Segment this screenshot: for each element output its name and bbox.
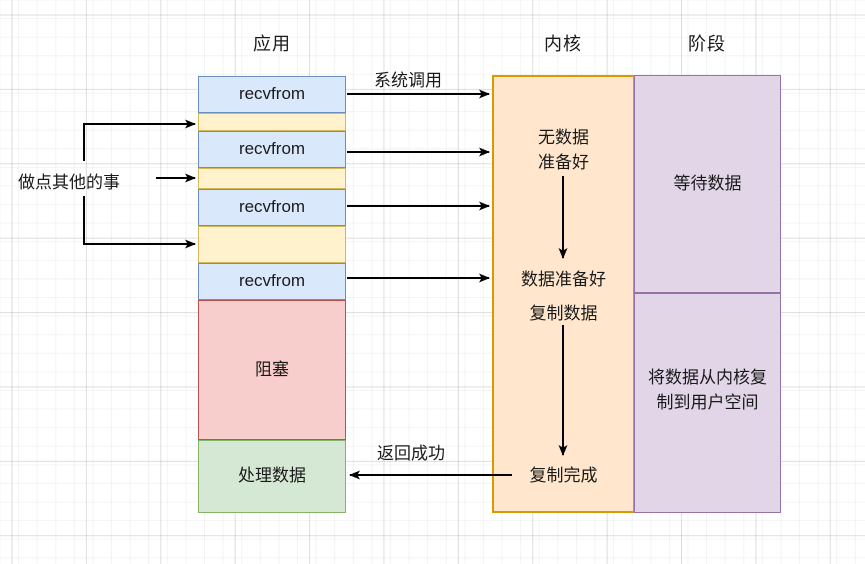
app-block-wait-1[interactable]: [198, 113, 346, 131]
kernel-step-no-data-line2: 准备好: [538, 153, 589, 172]
app-block-recvfrom-2[interactable]: recvfrom: [198, 131, 346, 168]
app-block-recvfrom-1[interactable]: recvfrom: [198, 76, 346, 113]
app-block-recvfrom-4[interactable]: recvfrom: [198, 263, 346, 300]
phase-box-waiting-data[interactable]: 等待数据: [634, 75, 781, 293]
edge-label-syscall: 系统调用: [374, 71, 442, 90]
column-header-app: 应用: [253, 34, 291, 54]
app-block-blocked[interactable]: 阻塞: [198, 300, 346, 440]
kernel-step-copy-data: 复制数据: [529, 304, 598, 323]
arrow-other-work-top: [83, 119, 196, 161]
phase-box-copy-to-user-label: 将数据从内核复制到用户空间: [648, 368, 767, 412]
app-block-recvfrom-3[interactable]: recvfrom: [198, 189, 346, 226]
app-block-wait-2[interactable]: [198, 168, 346, 189]
arrow-other-work-bottom: [83, 196, 196, 249]
column-header-phase: 阶段: [688, 34, 726, 54]
edge-label-other-work: 做点其他的事: [18, 173, 120, 192]
kernel-step-copy-done: 复制完成: [529, 466, 598, 485]
column-header-kernel: 内核: [544, 34, 582, 54]
edge-label-return-ok: 返回成功: [377, 444, 445, 463]
phase-box-copy-to-user[interactable]: [634, 293, 781, 513]
kernel-step-data-ready: 数据准备好: [521, 270, 606, 289]
app-block-wait-3[interactable]: [198, 226, 346, 263]
app-block-process-data[interactable]: 处理数据: [198, 440, 346, 513]
kernel-step-no-data-line1: 无数据: [538, 128, 589, 147]
